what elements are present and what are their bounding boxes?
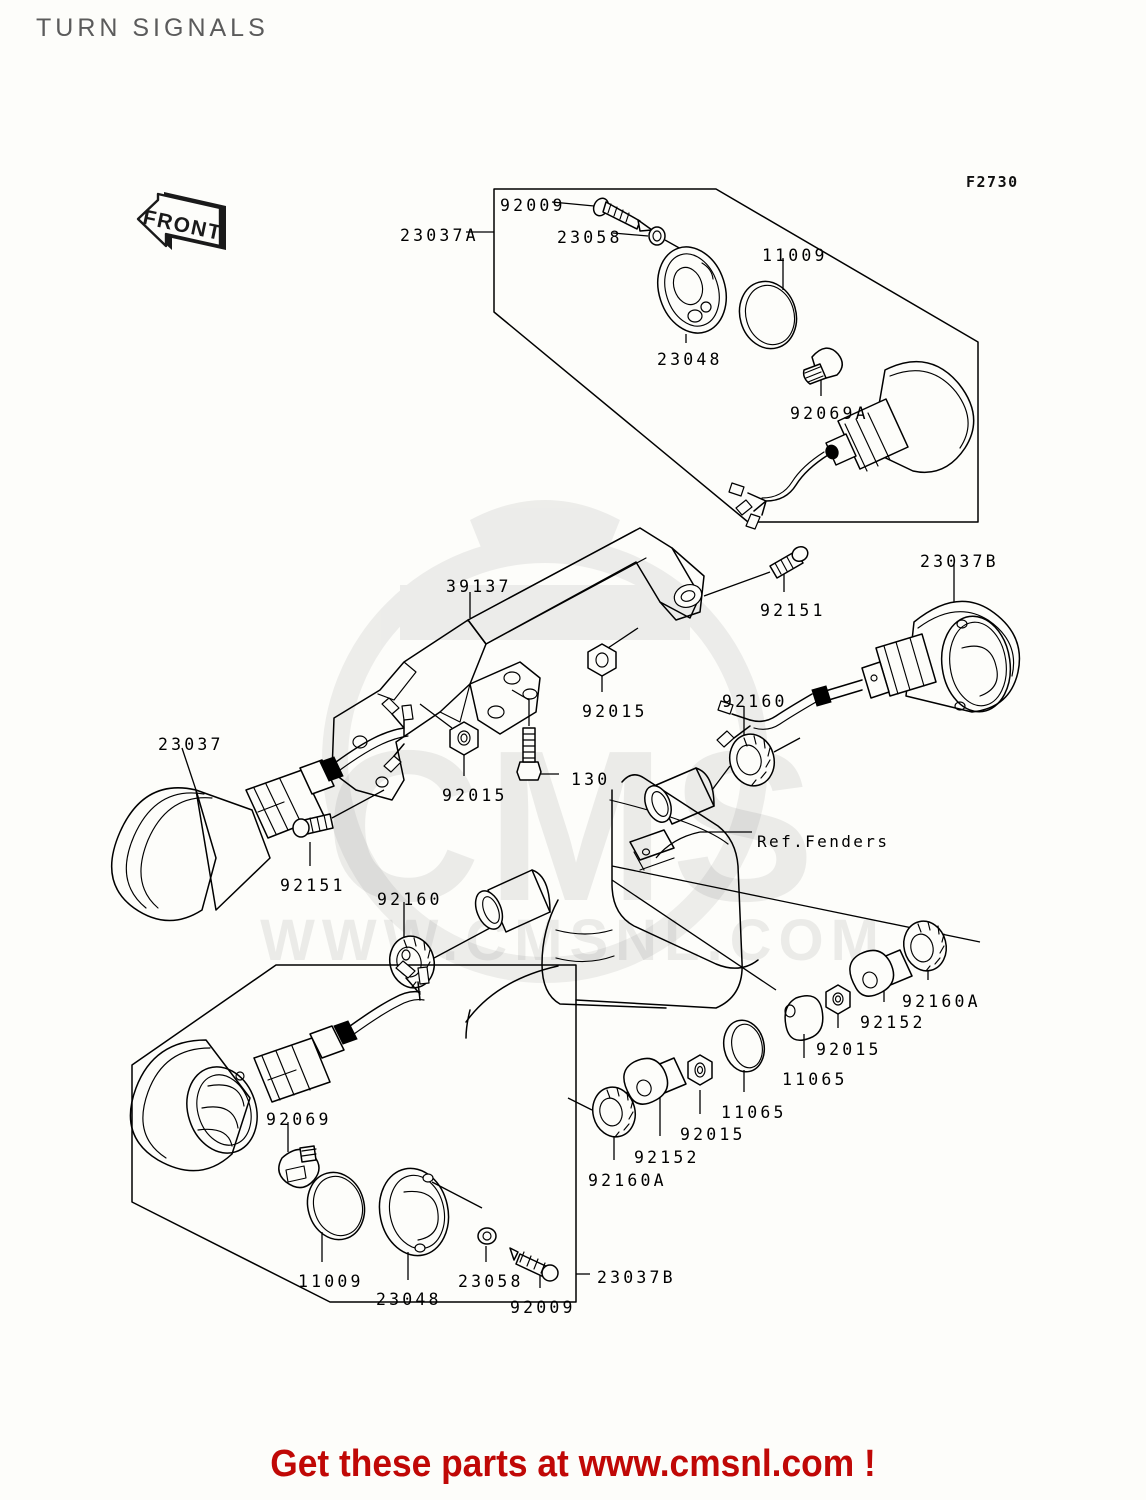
callout-23037b-right: 23037B [920,552,999,571]
callout-92160-left: 92160 [377,890,443,909]
callout-92015-left: 92015 [442,786,508,805]
footer-promo-text: Get these parts at www.cmsnl.com ! [270,1443,876,1485]
part-23037b-right-signal [716,564,1021,748]
part-92069-bottom [278,1122,320,1189]
callout-23058-bottom: 23058 [458,1272,524,1291]
part-39137-bracket [331,527,705,801]
callout-11065-right: 11065 [782,1070,848,1089]
part-92160-right [711,706,801,791]
part-23048-top [657,246,727,343]
part-23037-left-signal [110,697,414,922]
callout-11009-bottom: 11009 [298,1272,364,1291]
callout-92009-top: 92009 [500,196,566,215]
callout-92160-right: 92160 [722,692,788,711]
callout-23037a: 23037A [400,226,479,245]
part-11009-top [738,258,798,350]
callout-23058-top: 23058 [557,228,623,247]
callout-23048-bottom: 23048 [376,1290,442,1309]
reference-label-fenders: Ref.Fenders [757,832,890,851]
callout-92151-upper: 92151 [760,601,826,620]
hardware-cluster-lower [567,1019,766,1160]
page-title: TURN SIGNALS [36,14,269,42]
part-11009-bottom [306,1171,366,1262]
callout-11009-top: 11009 [762,246,828,265]
callout-92069: 92069 [266,1110,332,1129]
part-92015-center [587,627,639,692]
fender-boss-right [644,767,715,825]
diagram-code: F2730 [966,173,1019,191]
callout-130: 130 [571,770,611,789]
callout-23037b-bottom: 23037B [597,1268,676,1287]
callout-92009-bottom: 92009 [510,1298,576,1317]
part-23058-top [612,226,691,255]
callout-92015-lower: 92015 [680,1125,746,1144]
part-92015-left [419,703,479,776]
part-92069a-top [802,347,843,396]
callout-11065-lower: 11065 [721,1103,787,1122]
front-direction-arrow: FRONT [136,192,226,250]
callout-92069a: 92069A [790,404,869,423]
part-92009-bottom [509,1247,559,1288]
callout-92151-left: 92151 [280,876,346,895]
group-box-23037a [493,188,979,523]
part-lamp-body-bottom [129,960,430,1172]
callout-92152-right: 92152 [860,1013,926,1032]
ref-fender-outline [465,767,981,1039]
hardware-cluster-right [784,920,948,1058]
part-23058-bottom [477,1227,497,1262]
callout-92160a-lower: 92160A [588,1171,667,1190]
callout-23037-left: 23037 [158,735,224,754]
part-92151-upper [703,545,809,597]
callout-92015-right: 92015 [816,1040,882,1059]
callout-92160a-right: 92160A [902,992,981,1011]
callout-39137: 39137 [446,577,512,596]
part-130-bolt [511,689,559,781]
callout-92152-lower: 92152 [634,1148,700,1167]
callout-92015-center: 92015 [582,702,648,721]
part-23048-bottom [378,1167,483,1280]
part-92151-left [292,789,385,866]
callout-23048-top: 23048 [657,350,723,369]
part-92009-top [551,197,653,232]
group-box-23037b [131,964,577,1303]
part-turn-signal-lamp-top [728,360,975,530]
